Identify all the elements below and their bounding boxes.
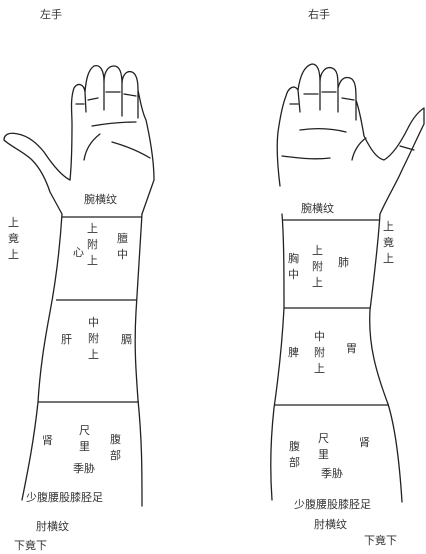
right-spleen-label: 脾	[288, 345, 299, 359]
right-chi-li-char-2: 里	[318, 448, 329, 461]
right-upper-side-char-3: 上	[383, 252, 394, 265]
right-upper-fu-label: 上 附 上	[312, 244, 323, 289]
left-kidney-label: 肾	[42, 434, 53, 447]
right-stomach-label: 胃	[346, 342, 357, 355]
right-arm-drawing	[271, 64, 424, 502]
right-hand-outline	[277, 64, 364, 186]
right-upper-side-label: 上 竟 上	[383, 220, 394, 265]
left-palm-crease-1	[92, 122, 136, 126]
right-wrist-crease-label: 腕横纹	[301, 201, 334, 215]
right-upper-side-char-2: 竟	[383, 236, 394, 249]
right-upper-fu-char-1: 上	[312, 244, 323, 257]
right-chest-char-1: 胸	[288, 251, 299, 265]
right-chest-label: 胸 中	[288, 251, 299, 281]
left-upper-fu-label: 上 附 上	[87, 222, 98, 267]
left-wrist-crease-label: 腕横纹	[84, 192, 117, 206]
right-lung-label: 肺	[338, 256, 349, 269]
right-middle-fu-char-1: 中	[314, 330, 325, 343]
right-abdomen-label: 腹 部	[289, 439, 300, 469]
left-finger-joint-3	[124, 94, 136, 96]
left-middle-fu-char-3: 上	[88, 348, 99, 361]
left-jixie-label: 季胁	[73, 461, 95, 475]
left-middle-fu-char-1: 中	[88, 316, 99, 329]
left-forearm-outline-left	[22, 214, 62, 500]
left-ge-label: 膈	[121, 333, 132, 346]
left-finger-joint-1	[88, 98, 98, 100]
left-elbow-crease-label: 肘横纹	[36, 519, 69, 533]
right-palm-crease-2	[282, 156, 330, 159]
left-thumb-outline	[4, 133, 70, 214]
left-middle-fu-label: 中 附 上	[88, 316, 99, 361]
left-hand-title: 左手	[40, 7, 62, 21]
right-chest-char-2: 中	[288, 268, 299, 281]
right-middle-fu-char-2: 附	[314, 345, 325, 359]
right-jixie-label: 季胁	[321, 466, 343, 480]
right-forearm-outline-left	[271, 214, 284, 500]
right-below-elbow-label: 下竟下	[364, 534, 397, 547]
left-upper-side-char-2: 竟	[8, 232, 19, 245]
left-upper-fu-char-2: 附	[87, 237, 98, 251]
left-upper-fu-char-1: 上	[87, 222, 98, 235]
left-hand-outline	[70, 66, 154, 214]
right-palm-crease-3	[352, 138, 366, 160]
left-palm-crease-3	[112, 142, 150, 158]
right-thumb-outline	[364, 108, 424, 214]
left-chi-li-char-1: 尺	[79, 424, 90, 437]
left-danzhong-char-1: 膻	[117, 231, 128, 245]
left-below-elbow-label: 下竟下	[14, 539, 47, 552]
left-forearm-outline-right	[135, 214, 142, 506]
left-danzhong-label: 膻 中	[117, 231, 128, 261]
right-kidney-label: 肾	[359, 436, 370, 449]
left-liver-label: 肝	[61, 333, 72, 346]
left-abdomen-char-1: 腹	[110, 432, 121, 446]
right-finger-joint-4	[342, 98, 354, 100]
left-chi-li-char-2: 里	[79, 440, 90, 453]
left-chi-li-label: 尺 里	[79, 424, 90, 453]
left-upper-side-char-3: 上	[8, 248, 19, 261]
left-upper-side-char-1: 上	[8, 216, 19, 229]
right-upper-fu-char-2: 附	[312, 259, 323, 273]
left-danzhong-char-2: 中	[117, 248, 128, 261]
left-upper-fu-char-3: 上	[87, 254, 98, 267]
right-middle-fu-char-3: 上	[314, 362, 325, 375]
right-palm-crease-1	[300, 129, 346, 132]
right-elbow-crease-label: 肘横纹	[314, 517, 347, 531]
right-middle-fu-label: 中 附 上	[314, 330, 325, 375]
right-chi-li-char-1: 尺	[318, 432, 329, 445]
left-heart-label: 心	[73, 246, 84, 259]
left-abdomen-char-2: 部	[110, 448, 121, 462]
left-bottom-row-label: 少腹腰股膝胫足	[26, 490, 103, 504]
right-upper-fu-char-3: 上	[312, 276, 323, 289]
left-upper-side-label: 上 竟 上	[8, 216, 19, 261]
left-abdomen-label: 腹 部	[110, 432, 121, 462]
left-palm-crease-2	[84, 134, 100, 160]
right-bottom-row-label: 少腹腰股膝胫足	[294, 497, 371, 511]
right-upper-side-char-1: 上	[383, 220, 394, 233]
left-middle-fu-char-2: 附	[88, 331, 99, 345]
right-chi-li-label: 尺 里	[318, 432, 329, 461]
right-abdomen-char-1: 腹	[289, 439, 300, 453]
right-hand-title: 右手	[308, 7, 330, 21]
right-abdomen-char-2: 部	[289, 455, 300, 469]
